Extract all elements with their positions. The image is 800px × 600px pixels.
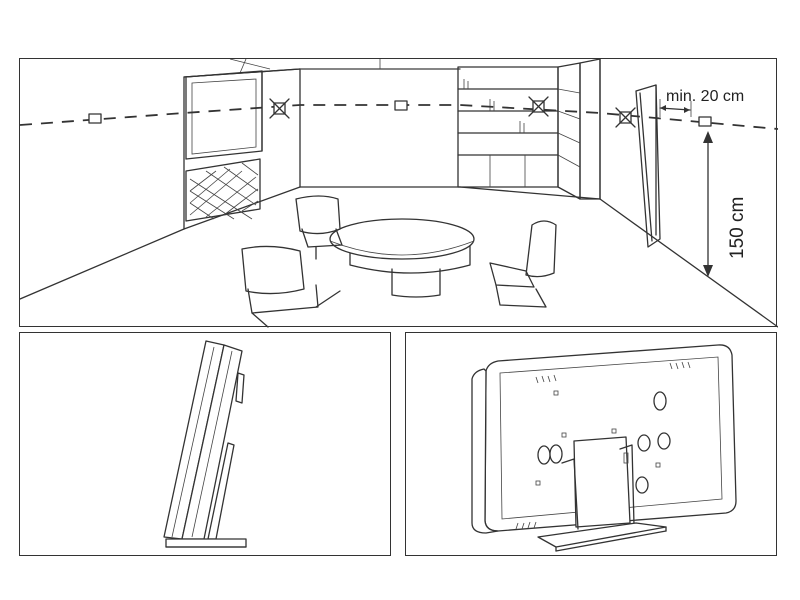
stand-base: [165, 538, 247, 548]
chair-back-left: [295, 195, 343, 260]
room-walls: [20, 59, 778, 328]
room-illustration: min. 20 cm 150 cm: [20, 59, 778, 328]
min-distance-label: min. 20 cm: [666, 88, 744, 105]
min-distance-arrow-icon: [659, 99, 692, 117]
prohibited-placement-icon: [615, 107, 636, 128]
thermostat-side-view: [163, 340, 245, 540]
side-view-panel: [19, 332, 391, 556]
radiator: [185, 158, 261, 222]
window: [185, 70, 263, 160]
bookshelf: [457, 59, 601, 200]
stand: [537, 436, 667, 552]
device-back-view: [471, 344, 737, 552]
prohibited-placement-icon: [269, 98, 290, 119]
chair-right: [489, 220, 557, 308]
chair-front-left: [241, 245, 341, 328]
thermostat-icon: [698, 116, 712, 127]
vent-slots: [515, 361, 691, 530]
thermostat-icon: [88, 113, 102, 124]
prohibited-placement-icon: [528, 96, 549, 117]
height-label: 150 cm: [727, 197, 748, 259]
mounting-holes: [535, 390, 671, 494]
door: [635, 84, 661, 248]
double-arrow-icon: [703, 131, 713, 277]
meeting-table: [329, 218, 475, 298]
thermostat-icon: [394, 100, 408, 111]
back-view-panel: [405, 332, 777, 556]
device-side-view: [163, 340, 247, 548]
room-placement-panel: min. 20 cm 150 cm: [19, 58, 778, 328]
